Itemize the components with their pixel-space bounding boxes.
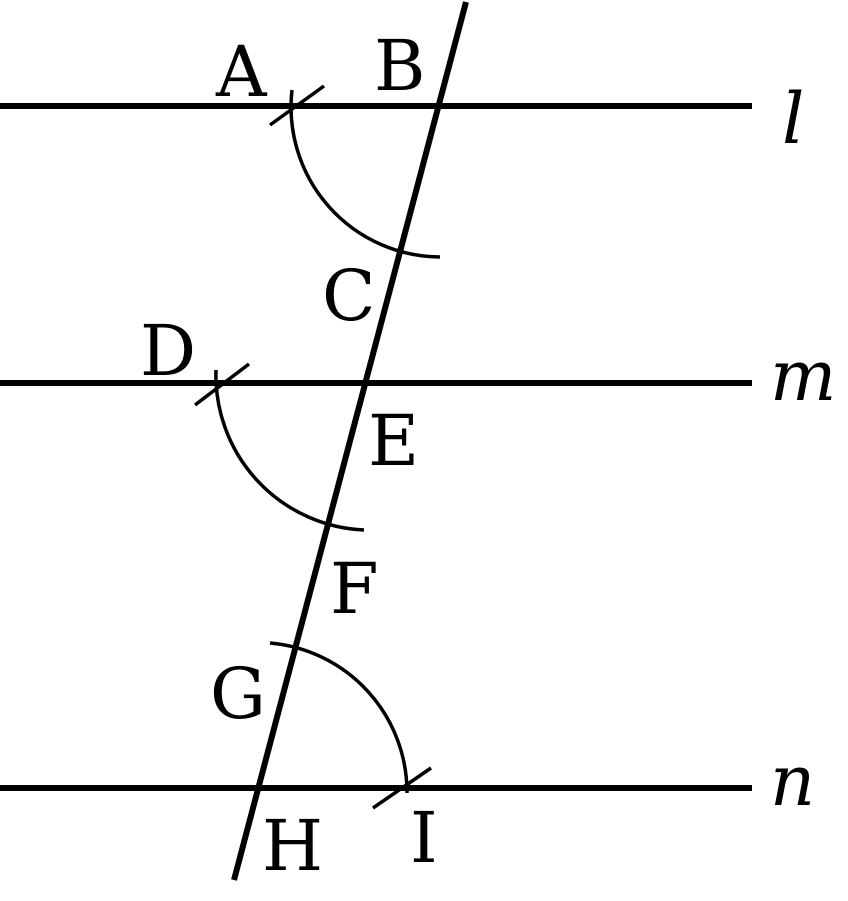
tick-at-a: [268, 84, 326, 127]
arc-g-i: [269, 641, 409, 794]
line-label-l: l: [782, 78, 804, 160]
point-label-a: A: [215, 31, 268, 113]
point-label-b: B: [374, 25, 425, 107]
point-label-i: I: [410, 797, 438, 879]
arc-a-c: [289, 89, 441, 259]
line-label-m: m: [770, 335, 836, 417]
point-label-c: C: [322, 255, 376, 337]
point-label-g: G: [210, 653, 266, 735]
transversal-line: [231, 1, 469, 881]
point-label-f: F: [330, 548, 379, 630]
point-label-e: E: [368, 400, 419, 482]
point-label-d: D: [140, 310, 196, 392]
line-label-n: n: [770, 740, 815, 822]
tick-at-i: [372, 766, 432, 810]
tick-at-d: [193, 362, 251, 407]
point-label-h: H: [262, 805, 323, 887]
arc-d-f: [214, 369, 365, 532]
